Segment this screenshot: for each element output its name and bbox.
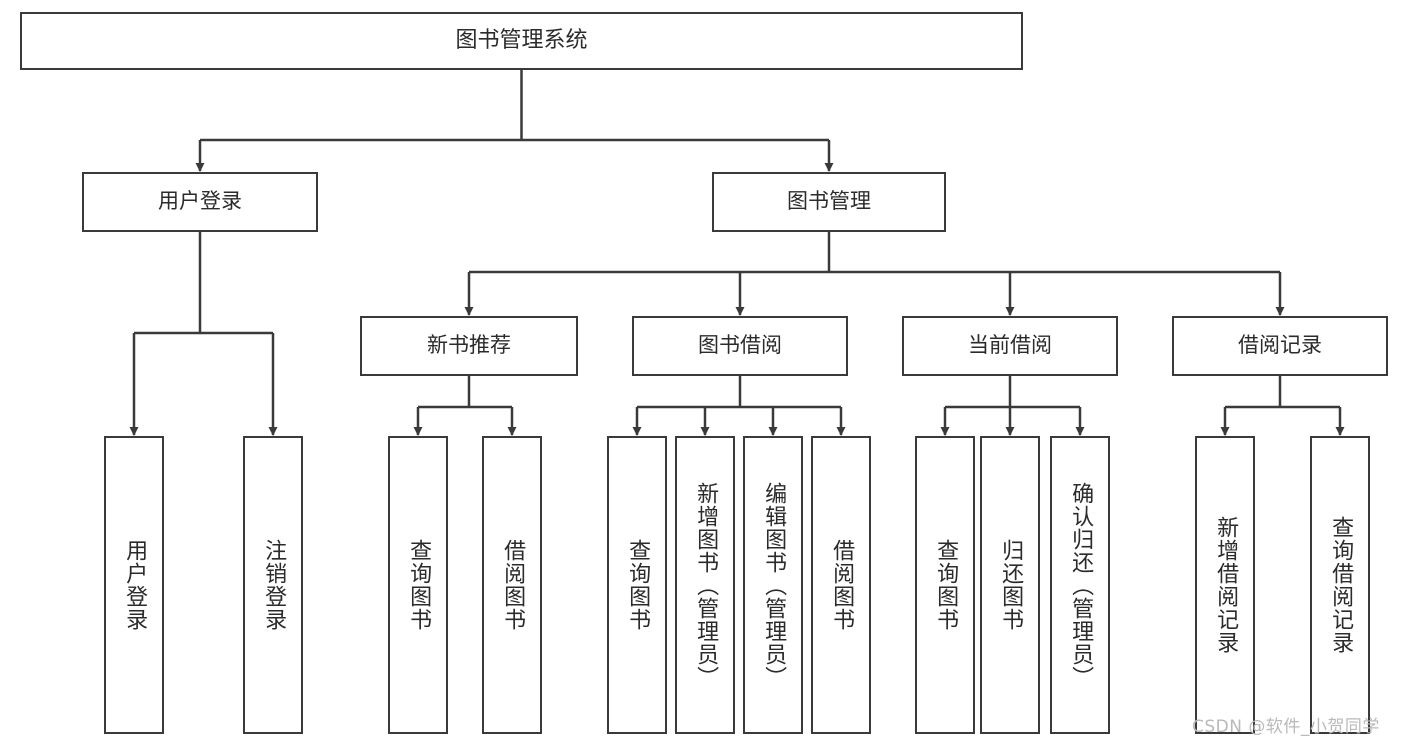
node-label: 新增图书（管理员） (693, 481, 719, 689)
node-book-borrow[interactable]: 图书借阅 (632, 316, 848, 376)
node-leaf-cb-query[interactable]: 查询图书 (915, 436, 975, 734)
node-leaf-bb-query[interactable]: 查询图书 (607, 436, 667, 734)
node-label: 归还图书 (998, 539, 1024, 631)
node-leaf-br-query[interactable]: 查询借阅记录 (1310, 436, 1370, 734)
node-label: 图书管理系统 (455, 27, 588, 53)
node-leaf-bb-borrow[interactable]: 借阅图书 (811, 436, 871, 734)
node-label: 借阅图书 (500, 539, 526, 631)
node-leaf-logout[interactable]: 注销登录 (243, 436, 303, 734)
node-label: 用户登录 (158, 189, 242, 214)
csdn-watermark: CSDN @软件_小贺同学 (1192, 717, 1380, 737)
node-leaf-rec-query[interactable]: 查询图书 (388, 436, 448, 734)
node-label: 用户登录 (122, 539, 148, 631)
node-label: 查询图书 (625, 539, 651, 631)
node-label: 查询图书 (406, 539, 432, 631)
node-current-borrow[interactable]: 当前借阅 (902, 316, 1118, 376)
node-leaf-user-login[interactable]: 用户登录 (104, 436, 164, 734)
node-label: 确认归还（管理员） (1068, 481, 1094, 689)
node-label: 查询借阅记录 (1328, 516, 1354, 654)
node-leaf-br-add[interactable]: 新增借阅记录 (1195, 436, 1255, 734)
node-label: 新增借阅记录 (1213, 516, 1239, 654)
node-book-manage[interactable]: 图书管理 (712, 172, 946, 232)
node-leaf-bb-edit[interactable]: 编辑图书（管理员） (743, 436, 803, 734)
node-leaf-rec-borrow[interactable]: 借阅图书 (482, 436, 542, 734)
node-user-login[interactable]: 用户登录 (82, 172, 318, 232)
node-label: 图书管理 (787, 189, 871, 214)
node-label: 借阅图书 (829, 539, 855, 631)
node-borrow-record[interactable]: 借阅记录 (1172, 316, 1388, 376)
node-new-book-rec[interactable]: 新书推荐 (360, 316, 578, 376)
node-leaf-bb-add[interactable]: 新增图书（管理员） (675, 436, 735, 734)
node-label: 借阅记录 (1238, 333, 1322, 358)
node-label: 注销登录 (261, 539, 287, 631)
node-leaf-cb-confirm[interactable]: 确认归还（管理员） (1050, 436, 1110, 734)
node-label: 图书借阅 (698, 333, 782, 358)
node-label: 查询图书 (933, 539, 959, 631)
node-label: 新书推荐 (427, 333, 511, 358)
node-root[interactable]: 图书管理系统 (20, 12, 1023, 70)
node-leaf-cb-return[interactable]: 归还图书 (980, 436, 1040, 734)
node-label: 当前借阅 (968, 333, 1052, 358)
node-label: 编辑图书（管理员） (761, 481, 787, 689)
